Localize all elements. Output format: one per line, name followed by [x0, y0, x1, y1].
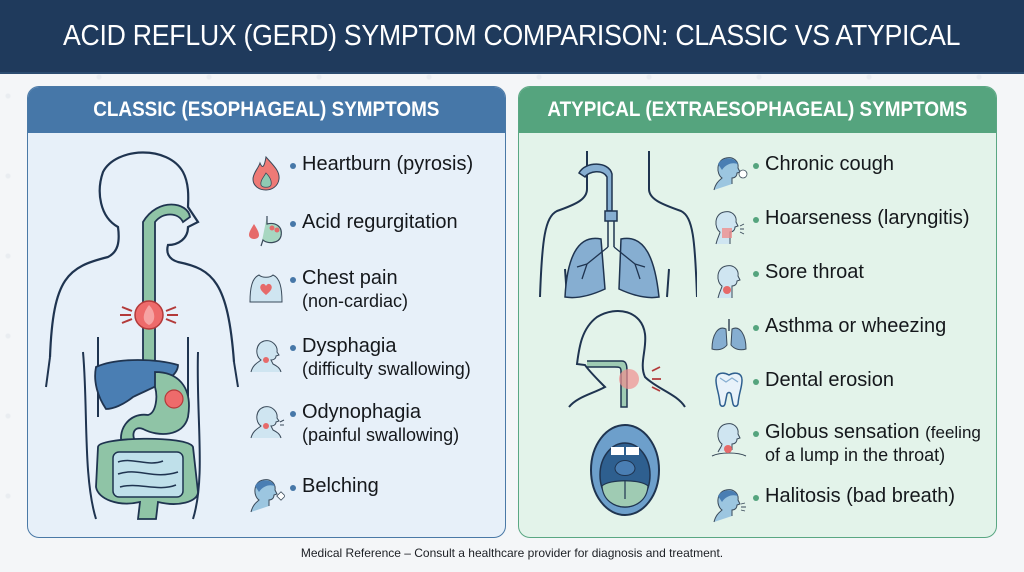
atypical-symptom-list: Chronic cough Hoarseness (laryngitis) So…	[709, 153, 994, 533]
bullet-dot	[753, 271, 759, 277]
bullet-dot	[290, 277, 296, 283]
symptom-label: Asthma or wheezing	[765, 315, 947, 337]
symptom-label: Dental erosion	[765, 369, 894, 391]
bullet-dot	[753, 163, 759, 169]
symptom-item-heartburn: Heartburn (pyrosis)	[246, 153, 473, 193]
stomach-acid-icon	[246, 211, 286, 251]
bullet-dot	[290, 345, 296, 351]
symptom-item-halitosis: Halitosis (bad breath)	[709, 485, 955, 525]
symptom-subtext: (non-cardiac)	[302, 291, 409, 311]
symptom-label: Belching	[302, 475, 379, 497]
symptom-label: Odynophagia(painful swallowing)	[302, 401, 459, 446]
symptom-label: Heartburn (pyrosis)	[302, 153, 474, 175]
symptom-label: Chronic cough	[765, 153, 894, 175]
symptom-subtext: of a lump in the throat)	[765, 445, 946, 465]
belching-head-icon	[246, 475, 286, 515]
symptom-subtext-inline: (feeling	[925, 423, 981, 442]
symptom-item-chronic-cough: Chronic cough	[709, 153, 894, 193]
bullet-dot	[290, 221, 296, 227]
tooth-icon	[709, 369, 749, 409]
symptom-item-globus: Globus sensation (feeling of a lump in th…	[709, 421, 981, 466]
symptom-subtext: (difficulty swallowing)	[302, 359, 471, 379]
cough-head-icon	[709, 153, 749, 193]
digestive-system-illustration	[45, 151, 239, 520]
page-title: ACID REFLUX (GERD) SYMPTOM COMPARISON: C…	[63, 19, 961, 52]
symptom-title: Dysphagia	[302, 335, 397, 357]
symptom-item-asthma: Asthma or wheezing	[709, 315, 946, 355]
atypical-panel-header: ATYPICAL (EXTRAESOPHAGEAL) SYMPTOMS	[519, 87, 996, 133]
bullet-dot	[290, 411, 296, 417]
symptom-label: Chest pain(non-cardiac)	[302, 267, 408, 312]
symptom-item-dental-erosion: Dental erosion	[709, 369, 894, 409]
classic-panel-header: CLASSIC (ESOPHAGEAL) SYMPTOMS	[28, 87, 505, 133]
symptom-label: Acid regurgitation	[302, 211, 458, 233]
bullet-dot	[753, 325, 759, 331]
throat-side-view-illustration	[568, 309, 686, 408]
symptom-item-hoarseness: Hoarseness (laryngitis)	[709, 207, 970, 247]
lungs-icon	[709, 315, 749, 355]
symptom-label: Halitosis (bad breath)	[765, 485, 956, 507]
symptom-title: Odynophagia	[302, 401, 421, 423]
chest-heart-icon	[246, 267, 286, 307]
symptom-item-sore-throat: Sore throat	[709, 261, 864, 301]
breath-head-icon	[709, 485, 749, 525]
bullet-dot	[290, 485, 296, 491]
symptom-title: Globus sensation	[765, 421, 920, 443]
bullet-dot	[753, 495, 759, 501]
page-header: ACID REFLUX (GERD) SYMPTOM COMPARISON: C…	[0, 0, 1024, 74]
heartburn-flame-icon	[120, 300, 178, 330]
symptom-label: Globus sensation (feeling of a lump in th…	[765, 421, 981, 466]
atypical-panel-title: ATYPICAL (EXTRAESOPHAGEAL) SYMPTOMS	[547, 98, 968, 121]
symptom-item-chest-pain: Chest pain(non-cardiac)	[246, 267, 408, 312]
bullet-dot	[290, 163, 296, 169]
symptom-item-belching: Belching	[246, 475, 379, 515]
throat-swallow-icon	[246, 335, 286, 375]
bullet-dot	[753, 217, 759, 223]
classic-symptom-list: Heartburn (pyrosis) Acid regurgitation C…	[246, 153, 501, 533]
symptom-item-dysphagia: Dysphagia(difficulty swallowing)	[246, 335, 471, 380]
atypical-symptoms-panel: ATYPICAL (EXTRAESOPHAGEAL) SYMPTOMS Chro…	[518, 86, 997, 538]
flame-icon	[246, 153, 286, 193]
lungs-airway-illustration	[539, 151, 697, 299]
bullet-dot	[753, 379, 759, 385]
symptom-label: Dysphagia(difficulty swallowing)	[302, 335, 471, 380]
classic-panel-title: CLASSIC (ESOPHAGEAL) SYMPTOMS	[93, 98, 440, 121]
symptom-subtext: (painful swallowing)	[302, 425, 460, 445]
symptom-item-odynophagia: Odynophagia(painful swallowing)	[246, 401, 459, 446]
throat-pain-icon	[246, 401, 286, 441]
bullet-dot	[753, 431, 759, 437]
sore-throat-icon	[709, 261, 749, 301]
globus-head-icon	[709, 421, 749, 461]
larynx-head-icon	[709, 207, 749, 247]
symptom-item-acid-regurgitation: Acid regurgitation	[246, 211, 458, 251]
footer-disclaimer: Medical Reference – Consult a healthcare…	[300, 546, 724, 560]
open-mouth-illustration	[590, 424, 660, 516]
classic-symptoms-panel: CLASSIC (ESOPHAGEAL) SYMPTOMS	[27, 86, 506, 538]
symptom-label: Sore throat	[765, 261, 864, 283]
symptom-title: Chest pain	[302, 267, 398, 289]
symptom-label: Hoarseness (laryngitis)	[765, 207, 970, 229]
